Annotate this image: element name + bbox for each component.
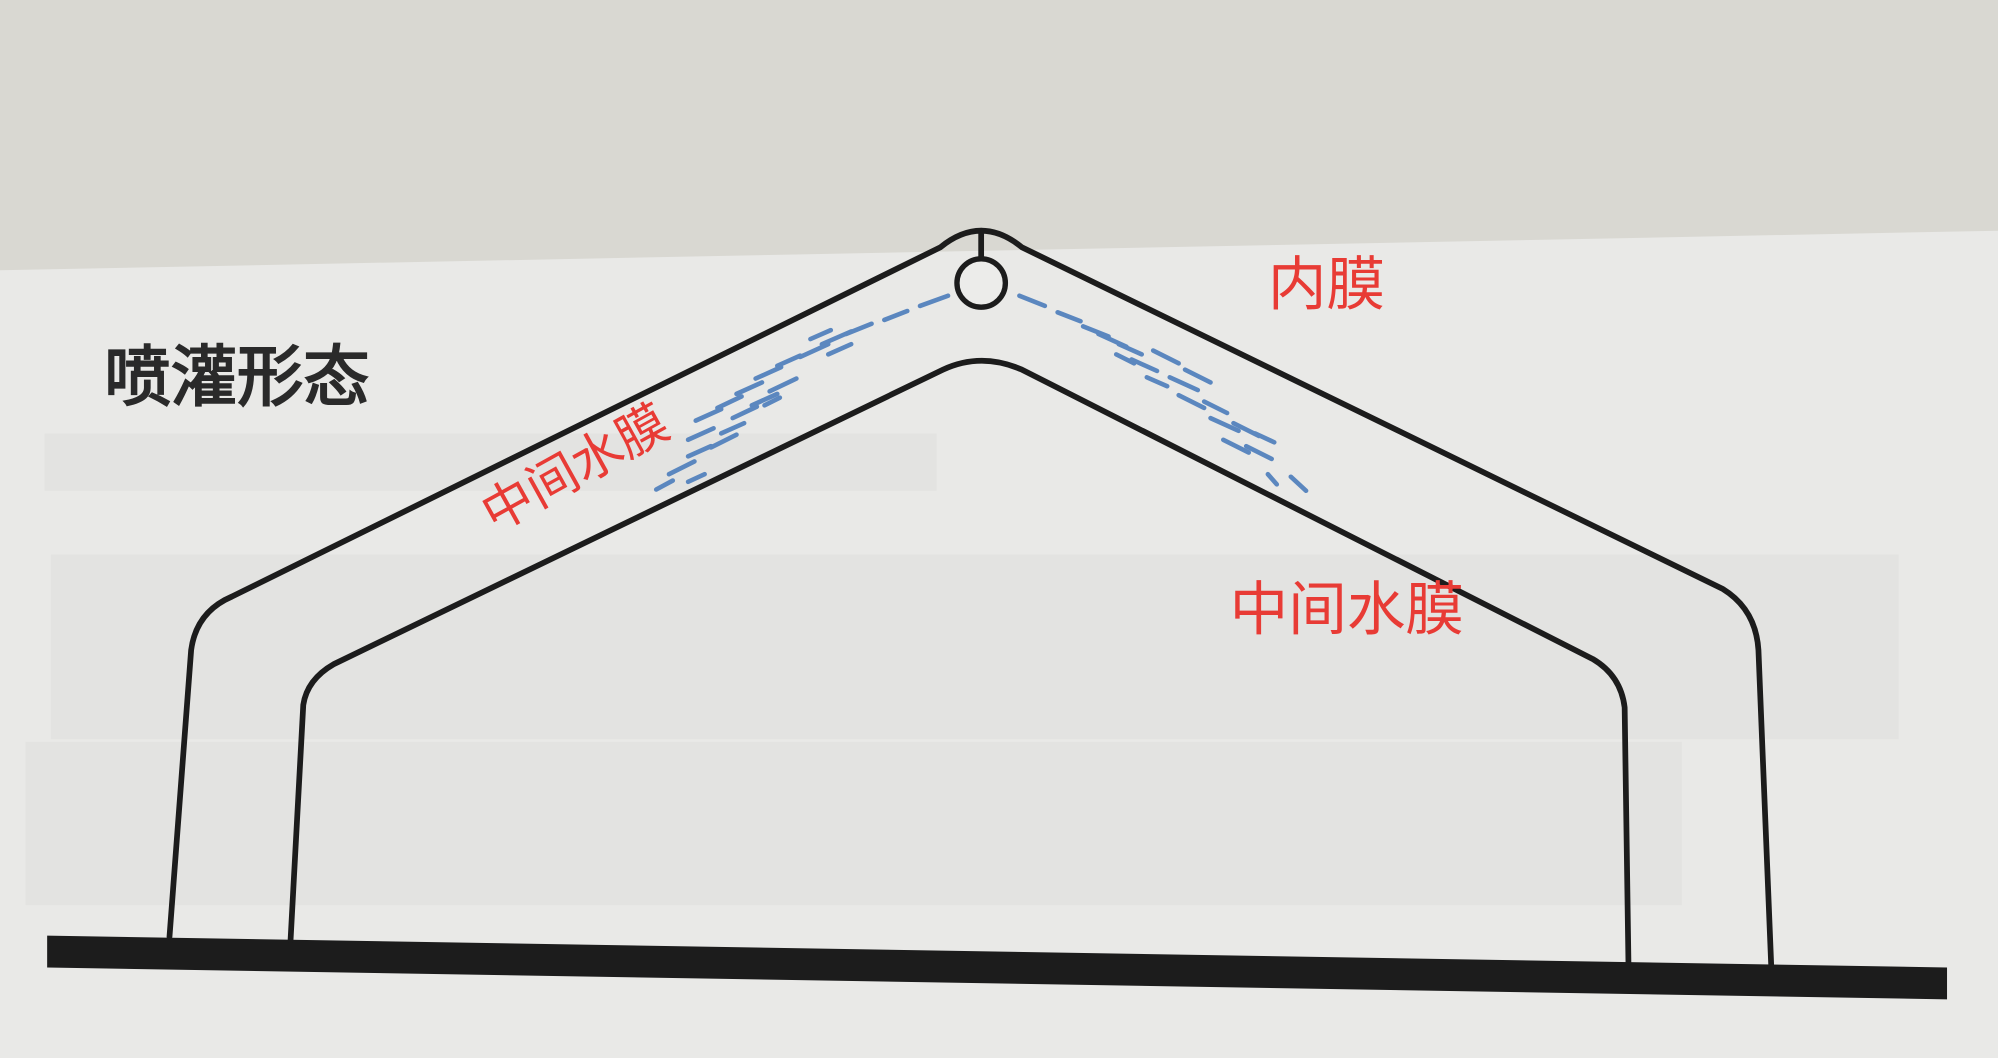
- spray-dash: [774, 353, 803, 369]
- spray-dash: [825, 341, 854, 357]
- spray-dash: [685, 443, 714, 459]
- spray-dash: [693, 406, 724, 423]
- spray-dash: [708, 432, 739, 450]
- paper-shade: [50, 554, 1899, 740]
- middle-water-film-label-right: 中间水膜: [1230, 576, 1464, 644]
- spray-dash: [749, 391, 780, 408]
- spray-dash: [917, 293, 951, 309]
- spray-dash: [753, 364, 784, 381]
- spray-dash: [685, 471, 707, 485]
- spray-dash: [1243, 443, 1274, 462]
- diagram-title: 喷灌形态: [104, 338, 369, 416]
- spray-dash: [730, 404, 760, 421]
- spray-dash: [1150, 348, 1181, 366]
- spray-dash: [666, 459, 697, 477]
- spray-pipe: [954, 256, 1009, 310]
- spray-dash: [1144, 375, 1170, 389]
- spray-dash: [1288, 474, 1309, 494]
- spray-dash: [653, 478, 676, 492]
- spray-dashes-left: [653, 293, 951, 492]
- spray-dash: [1208, 415, 1241, 434]
- spray-dash: [734, 380, 765, 397]
- paper-shade: [25, 741, 1682, 906]
- spray-dash: [1265, 471, 1280, 487]
- spray-dash: [1129, 357, 1160, 374]
- spray-dash: [1176, 392, 1207, 411]
- spray-dash: [767, 376, 799, 394]
- spray-dash: [1182, 367, 1213, 385]
- spray-dash: [1252, 431, 1277, 445]
- spray-dash: [762, 395, 783, 408]
- spray-dash: [1201, 399, 1230, 416]
- spray-dash: [1113, 352, 1137, 366]
- inner-film-line: [287, 357, 1632, 968]
- spray-dash: [882, 308, 910, 323]
- inner-film-label: 内膜: [1268, 251, 1385, 319]
- spray-dash: [1167, 375, 1201, 393]
- ground-bar: [47, 935, 1948, 1000]
- spray-dash: [1055, 310, 1083, 324]
- spray-dash: [808, 327, 834, 342]
- spray-dash: [685, 426, 716, 443]
- spray-dash: [1116, 341, 1145, 357]
- spray-dash: [819, 329, 854, 347]
- spray-dash: [1017, 293, 1048, 309]
- spray-dash: [715, 394, 744, 411]
- spray-dashes-right: [1017, 293, 1309, 494]
- spray-dash: [718, 420, 747, 436]
- spray-dash: [1220, 437, 1252, 455]
- spray-dash: [797, 341, 831, 360]
